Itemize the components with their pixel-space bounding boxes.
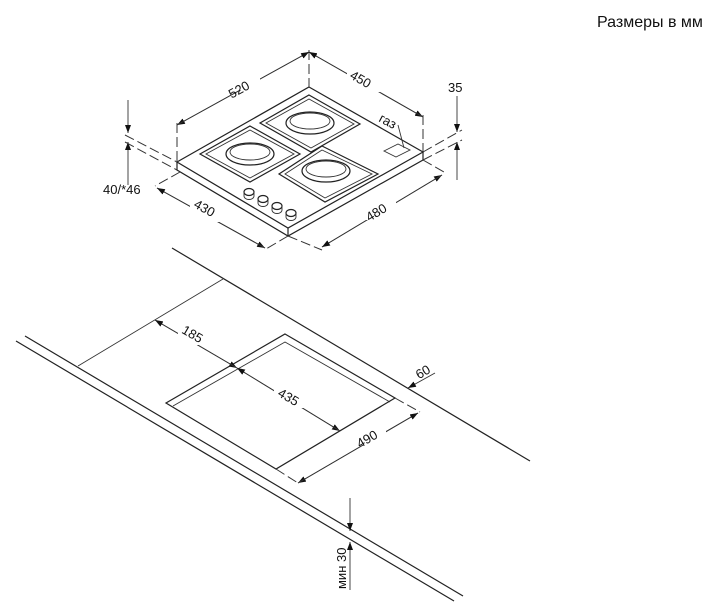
countertop-front-top-edge: [24, 335, 464, 597]
gas-label: газ: [377, 110, 400, 131]
countertop-front-bottom-edge: [15, 340, 455, 602]
dim-height-40-46: 40/*46: [103, 182, 141, 197]
burner-back: [258, 94, 362, 153]
hob-dimensions: 520 450 35 40/*46 430 480: [103, 50, 462, 251]
hob-drawing: газ: [175, 86, 425, 237]
dim-thickness-35: 35: [448, 80, 462, 95]
cutout-dimensions: 185 435 490 60 мин 30: [154, 319, 436, 590]
dimensions-unit-caption: Размеры в мм: [597, 14, 703, 31]
burner-left: [198, 125, 302, 183]
control-knobs: [243, 187, 297, 221]
countertop-back-edge: [171, 247, 531, 462]
dim-min-30: мин 30: [334, 548, 349, 589]
gas-inlet: [382, 143, 412, 158]
dim-60: 60: [413, 362, 433, 382]
burner-right: [277, 145, 380, 203]
countertop-drawing: [15, 247, 531, 602]
